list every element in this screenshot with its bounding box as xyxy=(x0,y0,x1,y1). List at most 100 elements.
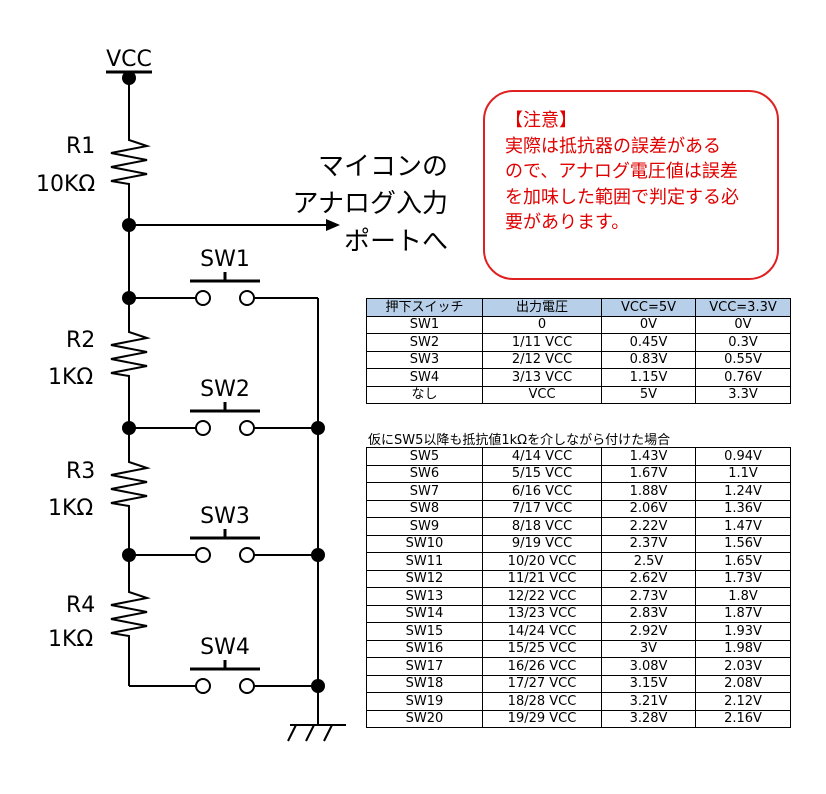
table-cell: 6/16 VCC xyxy=(482,482,602,501)
resistor-r3 xyxy=(110,455,151,510)
table-cell: 2.5V xyxy=(601,552,696,571)
table-cell: 1.88V xyxy=(601,482,696,501)
header-vcc33: VCC=3.3V xyxy=(695,298,791,317)
table-cell: SW15 xyxy=(366,622,483,641)
sw1-label: SW1 xyxy=(200,247,250,272)
table-cell: 1.8V xyxy=(695,587,791,606)
header-switch: 押下スイッチ xyxy=(366,298,483,317)
table-cell: SW16 xyxy=(366,639,483,658)
table-cell: 17/27 VCC xyxy=(482,674,602,693)
adc-label-line-3: ポートへ xyxy=(344,227,448,257)
table-cell: 0.94V xyxy=(695,447,791,466)
switch-sw3 xyxy=(122,529,325,563)
table-cell: SW19 xyxy=(366,692,483,711)
table-cell: 3V xyxy=(601,639,696,658)
adc-arrow-head xyxy=(326,219,340,231)
table-cell: SW17 xyxy=(366,657,483,676)
sw2-label: SW2 xyxy=(200,377,250,402)
table-cell: 0.45V xyxy=(601,333,696,352)
table-cell: 3.21V xyxy=(601,692,696,711)
r3-value: 1KΩ xyxy=(48,496,93,521)
table-cell: 2.03V xyxy=(695,657,791,676)
table-cell: SW20 xyxy=(366,709,483,728)
header-output: 出力電圧 xyxy=(482,298,602,317)
table-header-row: 押下スイッチ 出力電圧 VCC=5V VCC=3.3V xyxy=(366,298,791,317)
table-cell: 7/17 VCC xyxy=(482,499,602,518)
table-cell: 1.65V xyxy=(695,552,791,571)
note-line-1: 実際は抵抗器の誤差がある xyxy=(505,135,721,157)
table-cell: 0.55V xyxy=(695,350,791,369)
table-cell: 5/15 VCC xyxy=(482,464,602,483)
table-cell: なし xyxy=(366,385,483,404)
switch-sw2 xyxy=(122,402,325,436)
table-cell: 1.93V xyxy=(695,622,791,641)
table-cell: 1.43V xyxy=(601,447,696,466)
table-cell: 14/24 VCC xyxy=(482,622,602,641)
table-cell: 8/18 VCC xyxy=(482,517,602,536)
table-cell: 1.73V xyxy=(695,569,791,588)
table-cell: SW4 xyxy=(366,368,483,387)
note-line-3: を加味した範囲で判定する必 xyxy=(505,186,739,208)
adc-label-line-1: マイコンの xyxy=(318,152,448,182)
table-cell: 15/25 VCC xyxy=(482,639,602,658)
r3-name: R3 xyxy=(66,459,95,484)
resistor-r1 xyxy=(110,133,151,190)
resistor-r4 xyxy=(110,585,151,640)
table-cell: 1.1V xyxy=(695,464,791,483)
table-cell: 1.36V xyxy=(695,499,791,518)
table-cell: 2.92V xyxy=(601,622,696,641)
table-cell: 3.08V xyxy=(601,657,696,676)
table-cell: 11/21 VCC xyxy=(482,569,602,588)
table-cell: SW11 xyxy=(366,552,483,571)
table-cell: 12/22 VCC xyxy=(482,587,602,606)
table-cell: 1.15V xyxy=(601,368,696,387)
adc-label-line-2: アナログ入力 xyxy=(293,189,448,219)
table-cell: 10/20 VCC xyxy=(482,552,602,571)
table-cell: 4/14 VCC xyxy=(482,447,602,466)
table-cell: 1/11 VCC xyxy=(482,333,602,352)
table-cell: 2.08V xyxy=(695,674,791,693)
r1-name: R1 xyxy=(66,134,95,159)
table-cell: SW13 xyxy=(366,587,483,606)
table-cell: SW9 xyxy=(366,517,483,536)
table-cell: 0V xyxy=(695,315,791,334)
table-cell: 0.76V xyxy=(695,368,791,387)
sw3-label: SW3 xyxy=(200,504,250,529)
table-cell: 2.73V xyxy=(601,587,696,606)
table-cell: SW7 xyxy=(366,482,483,501)
table-cell: SW1 xyxy=(366,315,483,334)
table-cell: 3.28V xyxy=(601,709,696,728)
note-title: 【注意】 xyxy=(505,110,577,131)
table-cell: 2.83V xyxy=(601,604,696,623)
table-cell: 1.87V xyxy=(695,604,791,623)
table-cell: 9/19 VCC xyxy=(482,534,602,553)
table-cell: 16/26 VCC xyxy=(482,657,602,676)
sw4-label: SW4 xyxy=(200,635,250,660)
table-cell: 1.67V xyxy=(601,464,696,483)
table-cell: SW18 xyxy=(366,674,483,693)
table-cell: 0.83V xyxy=(601,350,696,369)
note-line-2: ので、アナログ電圧値は誤差 xyxy=(505,161,738,182)
table-cell: 1.47V xyxy=(695,517,791,536)
switch-sw4 xyxy=(129,660,325,694)
table-cell: SW2 xyxy=(366,333,483,352)
extended-table-caption: 仮にSW5以降も抵抗値1kΩを介しながら付けた場合 xyxy=(368,433,671,448)
r1-value: 10KΩ xyxy=(36,172,95,197)
table-cell: 0V xyxy=(601,315,696,334)
